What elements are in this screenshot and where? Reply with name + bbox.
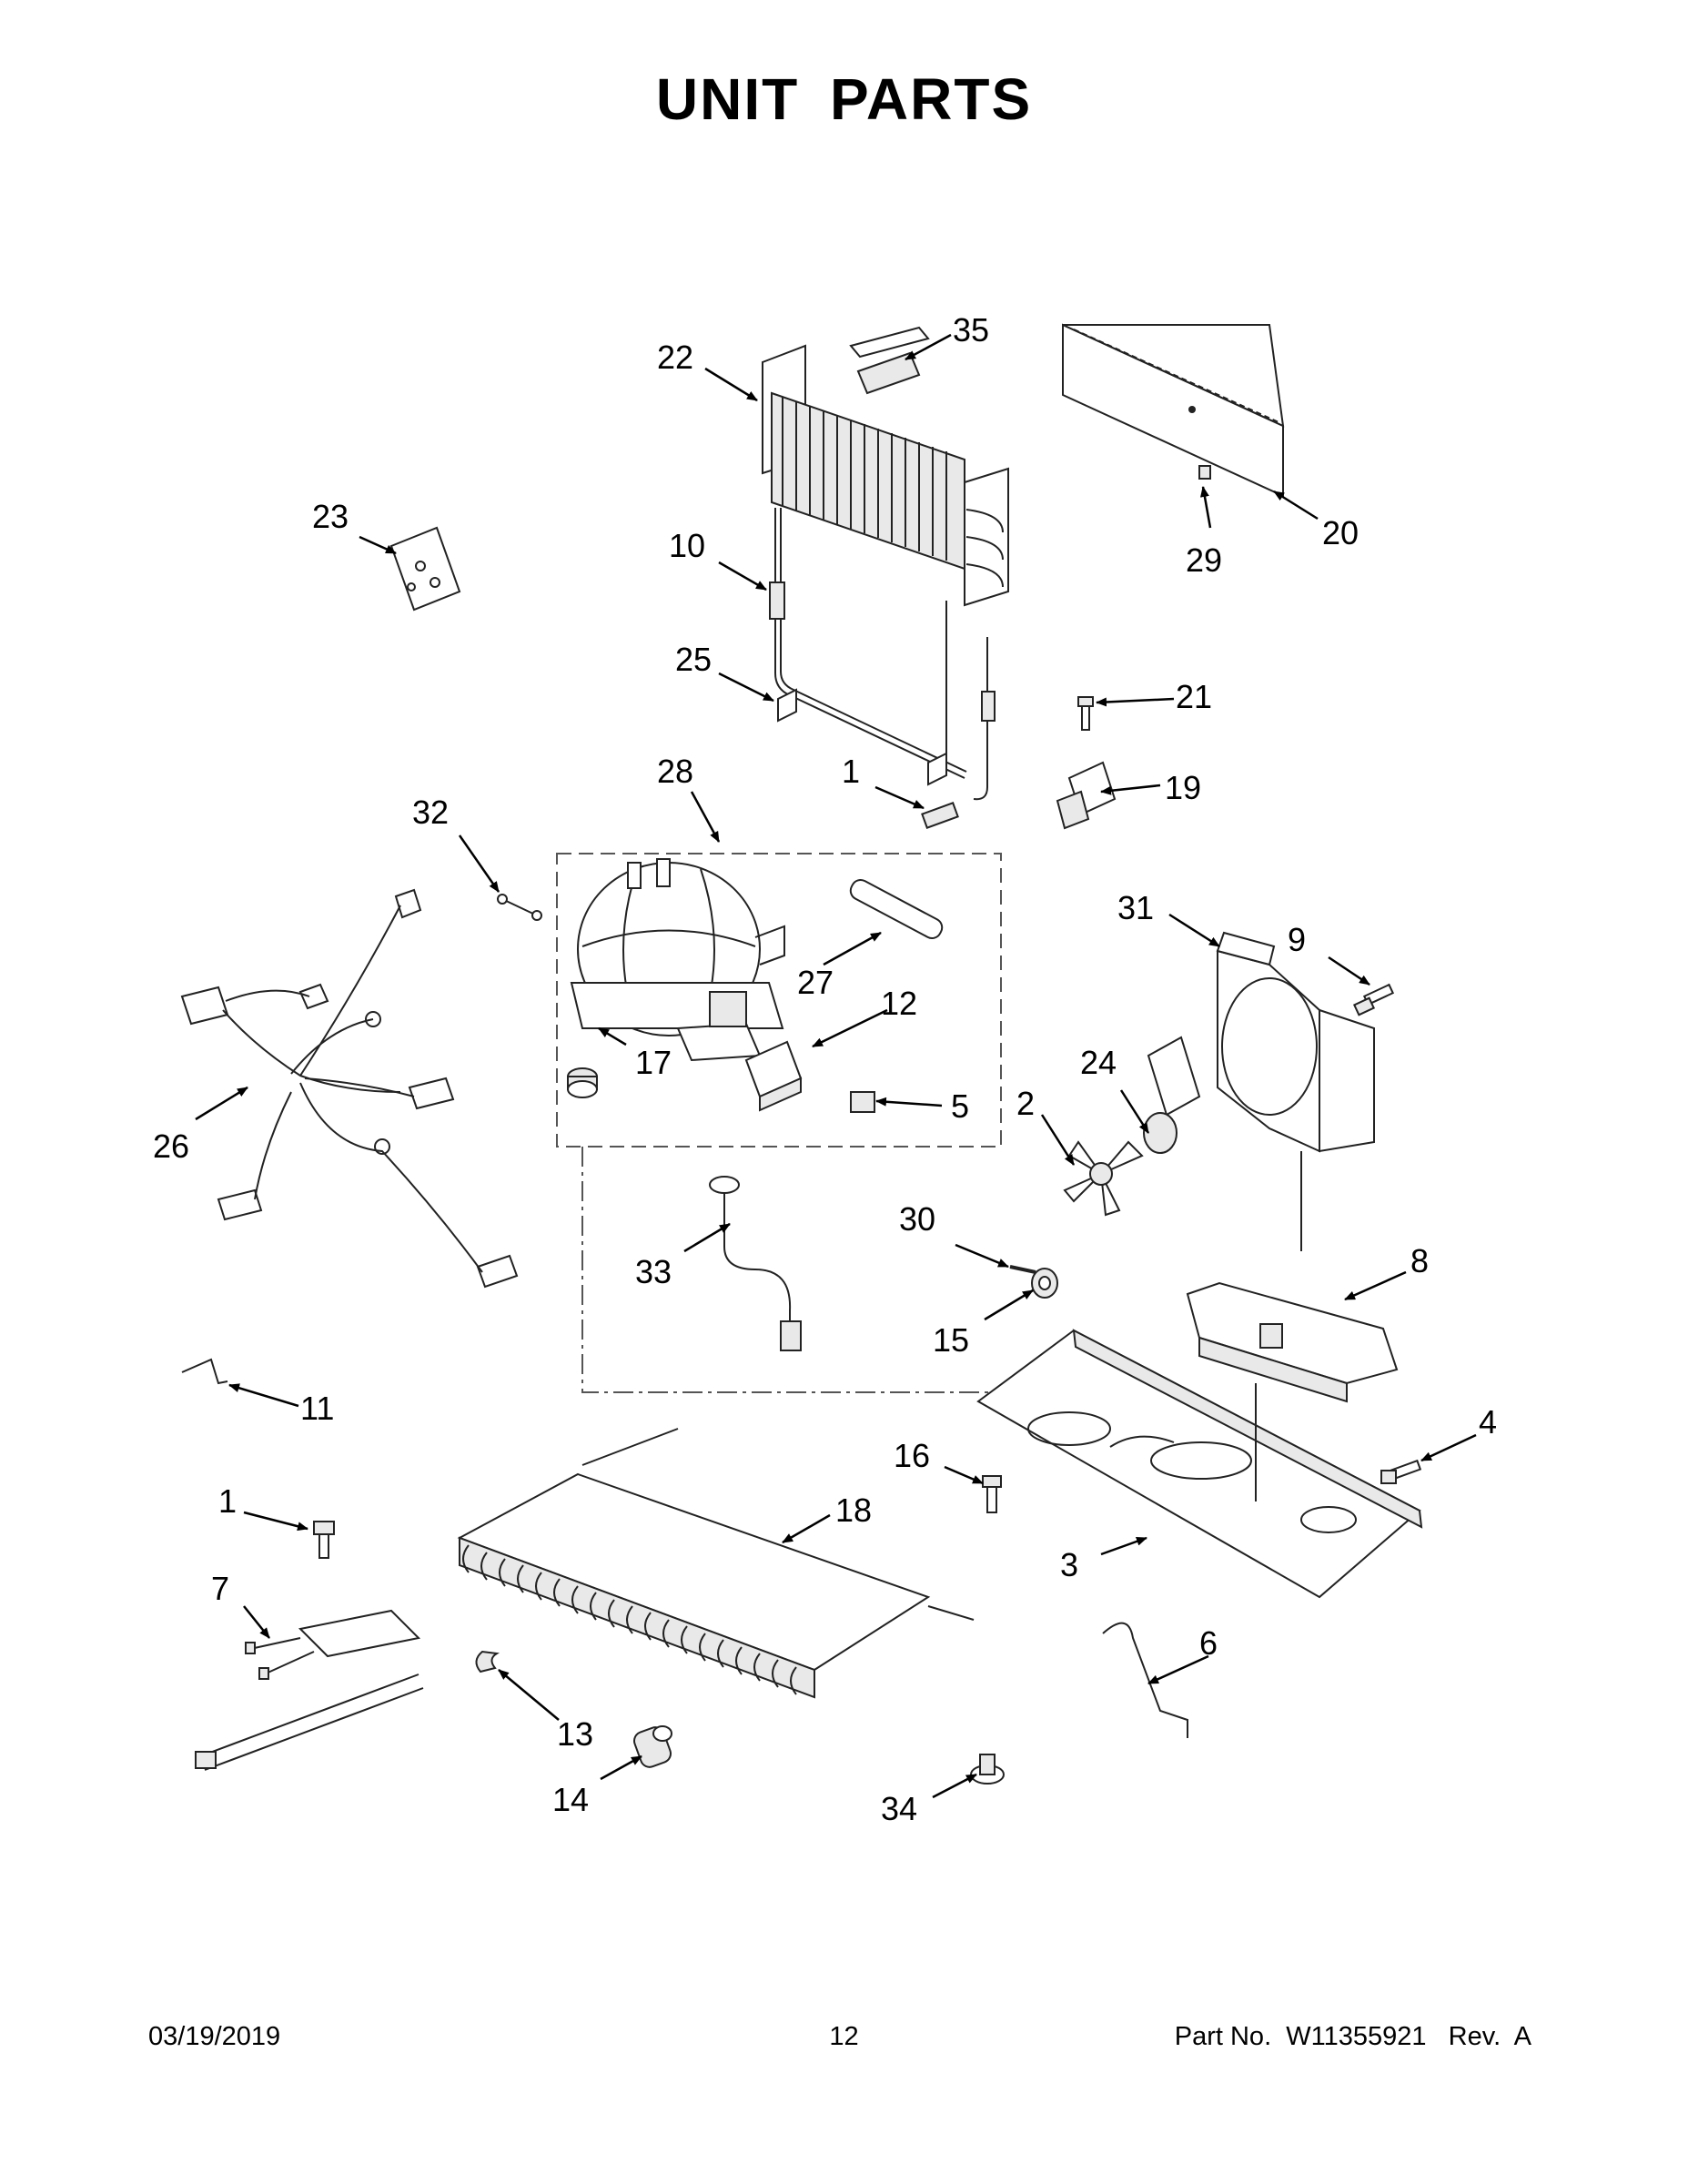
callout-14: 14 xyxy=(552,1781,589,1818)
callout-29: 29 xyxy=(1186,541,1222,579)
compressor-assembly-boundary xyxy=(556,853,1002,1148)
callout-31: 31 xyxy=(1117,889,1154,926)
callout-26: 26 xyxy=(153,1127,189,1165)
footer-part-number: Part No. W11355921 Rev. A xyxy=(1174,2022,1531,2051)
heater-screw xyxy=(313,1521,335,1559)
filter-drier xyxy=(849,878,944,940)
tube-fitting xyxy=(921,802,959,829)
footer-page-number: 12 xyxy=(829,2022,859,2051)
page-title: UNIT PARTS xyxy=(655,66,1033,132)
fan-motor xyxy=(1143,1036,1201,1154)
heater-wire xyxy=(1102,1622,1188,1738)
tube-clip xyxy=(475,1650,500,1673)
callout-9-label: 9 xyxy=(1288,921,1306,958)
callout-10: 10 xyxy=(669,527,705,564)
pin xyxy=(1009,1265,1036,1274)
callout-12: 12 xyxy=(881,985,917,1022)
callout-13: 13 xyxy=(557,1715,593,1753)
screw xyxy=(1077,696,1094,731)
callout-30: 30 xyxy=(899,1200,935,1238)
callout-22: 22 xyxy=(657,339,693,376)
callout-17: 17 xyxy=(635,1044,672,1081)
wire-clip xyxy=(181,1358,228,1385)
grommet xyxy=(567,1067,598,1098)
callout-28: 28 xyxy=(657,753,693,790)
callout-7: 7 xyxy=(211,1570,229,1607)
callout-3: 3 xyxy=(1060,1546,1078,1583)
relay-cap xyxy=(850,1091,875,1113)
callout-21: 21 xyxy=(1176,678,1212,715)
bracket xyxy=(1056,761,1117,830)
wire-harness xyxy=(180,888,519,1289)
defrost-thermostat xyxy=(970,1754,1005,1785)
sleeve xyxy=(633,1725,672,1768)
condenser-coil xyxy=(762,326,1009,607)
callout-11: 11 xyxy=(300,1390,334,1427)
callout-20: 20 xyxy=(1322,514,1359,551)
callout-2: 2 xyxy=(1016,1085,1035,1122)
callout-24: 24 xyxy=(1080,1044,1117,1081)
leader-lines xyxy=(195,333,1477,1799)
evaporator-coil xyxy=(457,1428,975,1699)
assembly-alignment-line xyxy=(581,1147,1083,1393)
clip xyxy=(1198,465,1211,480)
footer-date: 03/19/2019 xyxy=(148,2022,281,2051)
callout-labels: 22 35 20 29 23 10 25 21 19 28 1 32 27 12… xyxy=(153,311,1497,1827)
callout-5: 5 xyxy=(951,1087,969,1125)
callout-15: 15 xyxy=(933,1321,969,1359)
cover-panel xyxy=(1062,323,1285,498)
defrost-heater xyxy=(195,1609,424,1771)
drain-tube xyxy=(709,1176,802,1351)
shroud-screw xyxy=(1352,983,1395,1016)
fan-blade xyxy=(1063,1140,1144,1217)
callout-18: 18 xyxy=(835,1491,872,1529)
control-board xyxy=(389,526,461,612)
callout-35: 35 xyxy=(953,311,989,349)
base-screw xyxy=(1380,1459,1422,1484)
callout-1-upper: 1 xyxy=(842,753,860,790)
fan-shroud xyxy=(1216,931,1375,1153)
callout-32: 32 xyxy=(412,794,449,831)
bushing xyxy=(1031,1268,1058,1299)
callout-27: 27 xyxy=(797,964,834,1001)
callout-33: 33 xyxy=(635,1253,672,1290)
callout-23: 23 xyxy=(312,498,349,535)
base-pan xyxy=(976,1329,1423,1599)
callout-25: 25 xyxy=(675,641,712,678)
compressor xyxy=(570,858,785,1062)
start-relay xyxy=(744,1040,803,1112)
leveling-screw xyxy=(982,1475,1002,1513)
callout-6-final: 6 xyxy=(1199,1624,1218,1662)
callout-8: 8 xyxy=(1410,1242,1429,1279)
callout-1-lower: 1 xyxy=(218,1482,237,1520)
callout-4: 4 xyxy=(1479,1403,1497,1441)
callout-19: 19 xyxy=(1165,769,1201,806)
ground-strap xyxy=(497,894,542,921)
fan-bracket xyxy=(1186,1281,1399,1403)
callout-16: 16 xyxy=(894,1437,930,1474)
callout-34-final: 34 xyxy=(881,1790,917,1827)
tubing xyxy=(769,508,996,801)
foam-strip xyxy=(856,351,921,395)
